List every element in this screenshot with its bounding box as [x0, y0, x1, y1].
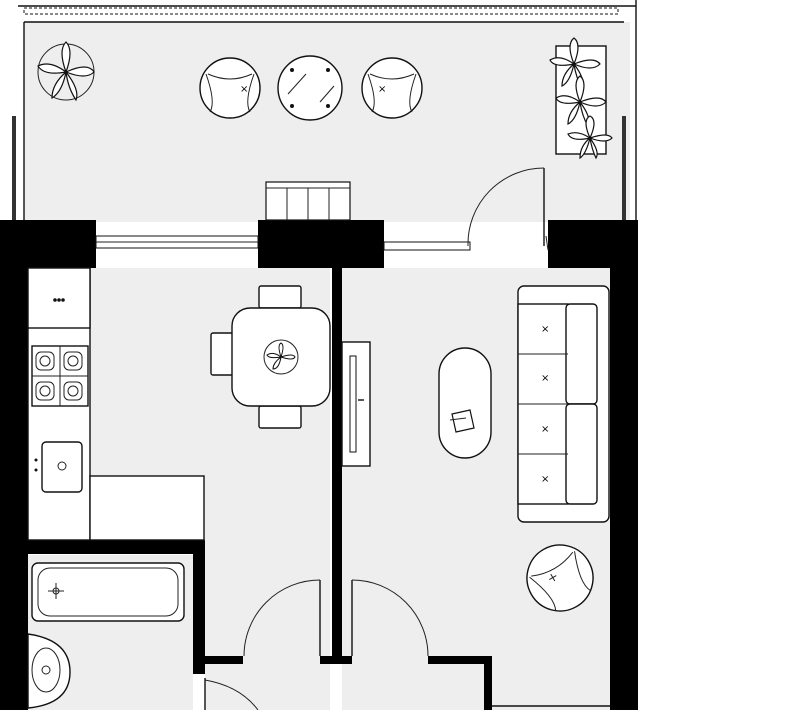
chair-icon: ×: [199, 57, 261, 119]
hallway-floor: [205, 543, 330, 710]
sofa-icon: × × × ×: [517, 285, 610, 523]
svg-text:×: ×: [541, 424, 549, 435]
tv-unit-icon: [341, 341, 371, 467]
steps: [265, 181, 351, 221]
plant-icon: [37, 41, 95, 102]
windows: [95, 235, 549, 251]
svg-text:×: ×: [541, 373, 549, 384]
door-swing-icon: [204, 678, 259, 710]
svg-text:×: ×: [378, 84, 386, 95]
balcony-railing: [12, 0, 637, 220]
sink-icon: [34, 441, 83, 493]
chair-icon: ×: [361, 57, 423, 119]
plant-box: [549, 37, 613, 160]
svg-text:×: ×: [541, 474, 549, 485]
dining-table: [210, 285, 331, 429]
round-table-icon: [277, 55, 343, 121]
door-swing-icon: [243, 579, 321, 657]
coffee-table: [438, 347, 492, 459]
armchair-icon: [526, 544, 594, 612]
bathtub-icon: [31, 562, 185, 622]
toilet-icon: [27, 633, 71, 709]
stove-icon: [31, 345, 89, 407]
walls: [0, 220, 638, 710]
svg-text:×: ×: [541, 324, 549, 335]
door-swing-icon: [467, 167, 545, 247]
door-swing-icon: [351, 579, 429, 657]
svg-text:×: ×: [240, 84, 248, 95]
